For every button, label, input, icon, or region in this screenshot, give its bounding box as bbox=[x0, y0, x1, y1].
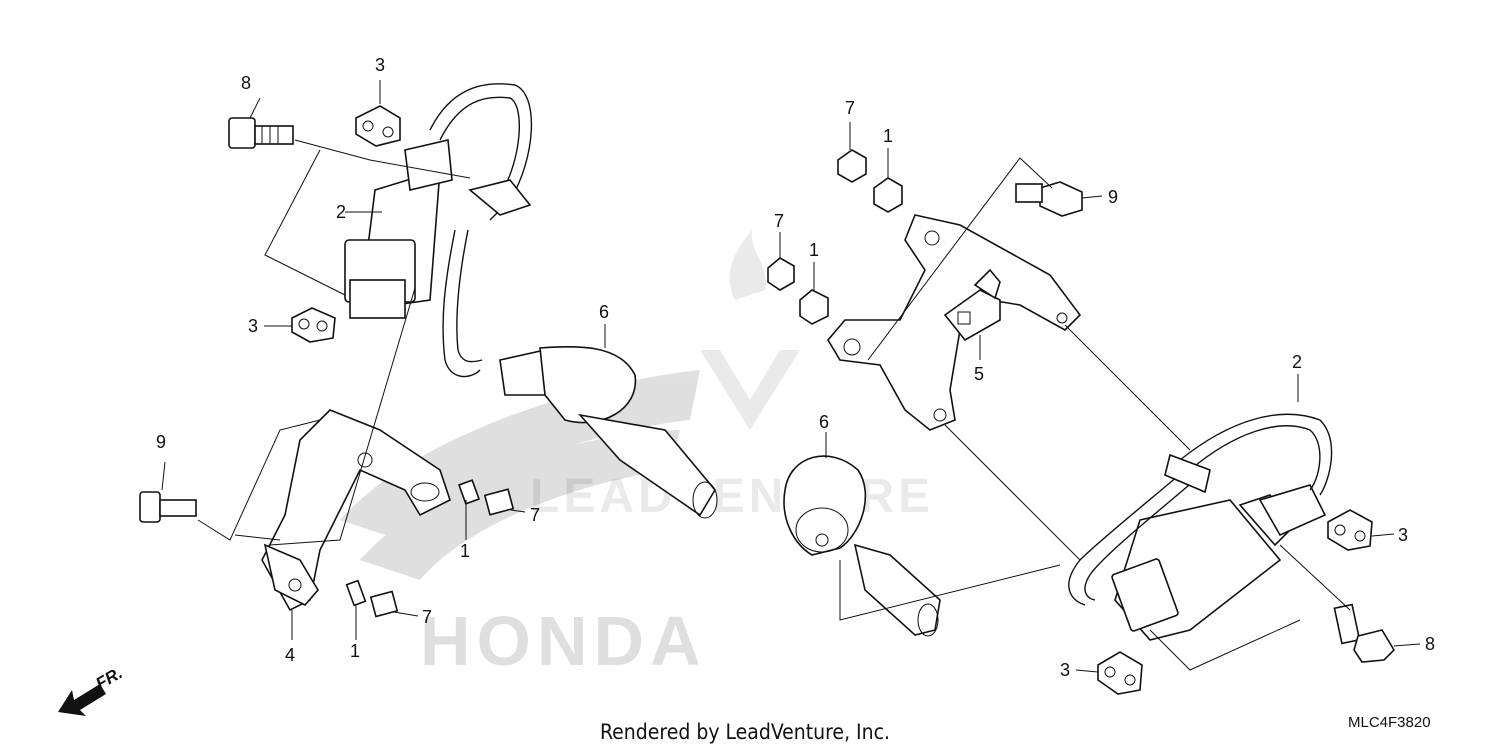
callout-1-top-right: 1 bbox=[883, 126, 893, 146]
callout-5: 5 bbox=[974, 364, 984, 384]
callout-1-lower-left: 1 bbox=[350, 641, 360, 661]
callout-9-left: 9 bbox=[156, 432, 166, 452]
spark-plug-cap-left bbox=[499, 345, 718, 519]
guide-lines-right bbox=[779, 122, 1421, 673]
callout-2-right: 2 bbox=[1292, 352, 1302, 372]
front-arrow-icon bbox=[58, 684, 106, 716]
ignition-coil-right bbox=[1068, 413, 1333, 641]
honda-watermark: HONDA bbox=[340, 370, 707, 680]
bolt-9-right bbox=[1015, 181, 1083, 217]
bracket-5 bbox=[827, 214, 1082, 431]
guide-lines-left bbox=[161, 80, 606, 640]
callout-3-right-mid: 3 bbox=[1398, 525, 1408, 545]
bolt-8-right bbox=[1333, 603, 1396, 663]
callout-1-mid-right: 1 bbox=[809, 240, 819, 260]
footer-credit: Rendered by LeadVenture, Inc. bbox=[600, 720, 890, 744]
callout-4: 4 bbox=[285, 645, 295, 665]
callout-labels: 8 3 2 3 6 9 1 7 1 7 4 7 1 9 7 1 5 6 2 3 … bbox=[156, 55, 1435, 680]
collar-1-mid-right bbox=[799, 289, 829, 325]
callout-8-left: 8 bbox=[241, 73, 251, 93]
spark-plug-cap-right bbox=[783, 455, 941, 637]
callout-3-top-left: 3 bbox=[375, 55, 385, 75]
callout-3-mid-left: 3 bbox=[248, 316, 258, 336]
nut-7-mid-right bbox=[767, 257, 795, 291]
clip-3-right-bottom bbox=[1097, 651, 1143, 695]
nut-7-lower-left bbox=[369, 590, 399, 618]
callout-7-top-right: 7 bbox=[845, 98, 855, 118]
clip-3-mid-left bbox=[291, 307, 336, 343]
ignition-coil-left bbox=[344, 83, 533, 378]
callout-7-mid-right: 7 bbox=[774, 211, 784, 231]
watermark-brand: HONDA bbox=[420, 602, 707, 680]
callout-9-right: 9 bbox=[1108, 187, 1118, 207]
clip-3-right-mid bbox=[1327, 509, 1373, 551]
collar-1-upper-left bbox=[457, 479, 481, 505]
bracket-4 bbox=[261, 409, 451, 612]
bolt-8-left bbox=[228, 117, 294, 149]
bolt-9-left bbox=[139, 491, 197, 523]
callout-3-right-bottom: 3 bbox=[1060, 660, 1070, 680]
callout-1-upper-left: 1 bbox=[460, 541, 470, 561]
clip-3-top-left bbox=[355, 105, 401, 147]
callout-6-left: 6 bbox=[599, 302, 609, 322]
watermark-company: LEADVENTURE bbox=[530, 470, 934, 523]
callout-8-right: 8 bbox=[1425, 634, 1435, 654]
callout-6-right: 6 bbox=[819, 412, 829, 432]
nut-7-top-right bbox=[837, 149, 867, 183]
collar-1-lower-left bbox=[345, 579, 367, 607]
front-direction-indicator: FR. bbox=[58, 663, 126, 716]
nut-7-upper-left bbox=[483, 488, 515, 516]
callout-2-left: 2 bbox=[336, 202, 346, 222]
diagram-code: MLC4F3820 bbox=[1348, 714, 1431, 731]
callout-7-lower-left: 7 bbox=[422, 607, 432, 627]
collar-1-top-right bbox=[873, 177, 903, 213]
callout-7-upper-left: 7 bbox=[530, 505, 540, 525]
